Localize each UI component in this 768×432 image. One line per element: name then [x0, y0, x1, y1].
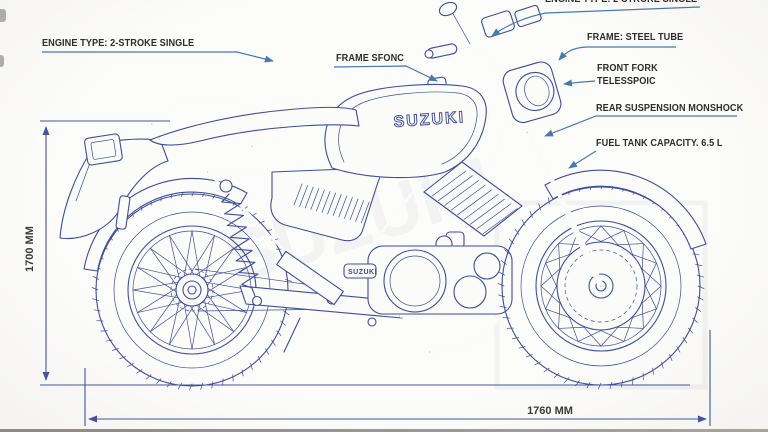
edge-artifact — [0, 9, 6, 22]
cylinder-fins — [431, 170, 518, 234]
label-frame-steel-tube: FRAME: STEEL TUBE — [587, 31, 684, 43]
leader-lines — [42, 6, 737, 169]
label-front-fork-line2: TELESSPOIC — [597, 74, 656, 87]
instrument-cluster — [514, 4, 542, 28]
engine-badge: SUZUKI — [348, 269, 377, 276]
height-dimension-label: 1700 MM — [24, 226, 36, 272]
tank-logo: SUZUKI — [393, 109, 466, 131]
taillight — [84, 133, 123, 166]
label-rear-suspension: REAR SUSPENSION MONSHOCK — [596, 102, 744, 114]
rear-shock — [219, 179, 263, 307]
dimension-lines: 1700 MM 1760 MM — [24, 120, 711, 426]
mirror — [438, 1, 458, 17]
clutch-cover — [383, 249, 447, 313]
chain-guard — [276, 250, 344, 306]
rear-reflector — [115, 195, 131, 230]
speedometer — [481, 10, 515, 38]
label-engine-type-left: ENGINE TYPE: 2-STROKE SINGLE — [42, 37, 195, 49]
label-front-fork-line1: FRONT FORK — [597, 62, 658, 74]
headlight — [502, 61, 562, 124]
engine: SUZUKI — [343, 107, 523, 327]
side-panel — [270, 167, 381, 242]
edge-artifact — [0, 55, 4, 67]
bottom-edge-bar — [0, 429, 768, 432]
fuel-tank: SUZUKI — [324, 76, 487, 179]
seat — [149, 96, 360, 147]
cylinder — [423, 161, 523, 237]
handlebar — [424, 1, 542, 85]
vent-hatch — [293, 183, 370, 224]
label-frame-front: FRAME SFONC — [336, 52, 404, 64]
front-fender — [544, 169, 707, 250]
label-fuel-tank-capacity: FUEL TANK CAPACITY. 6.5 L — [596, 137, 723, 149]
label-engine-type-top: ENGINE TYPE: 2-STROKE SINGLE — [545, 0, 697, 6]
front-wheel — [497, 182, 705, 390]
label-front-fork: FRONT FORK TELESSPOIC — [597, 62, 658, 87]
length-dimension-label: 1760 MM — [527, 405, 573, 417]
swingarm — [195, 250, 403, 353]
